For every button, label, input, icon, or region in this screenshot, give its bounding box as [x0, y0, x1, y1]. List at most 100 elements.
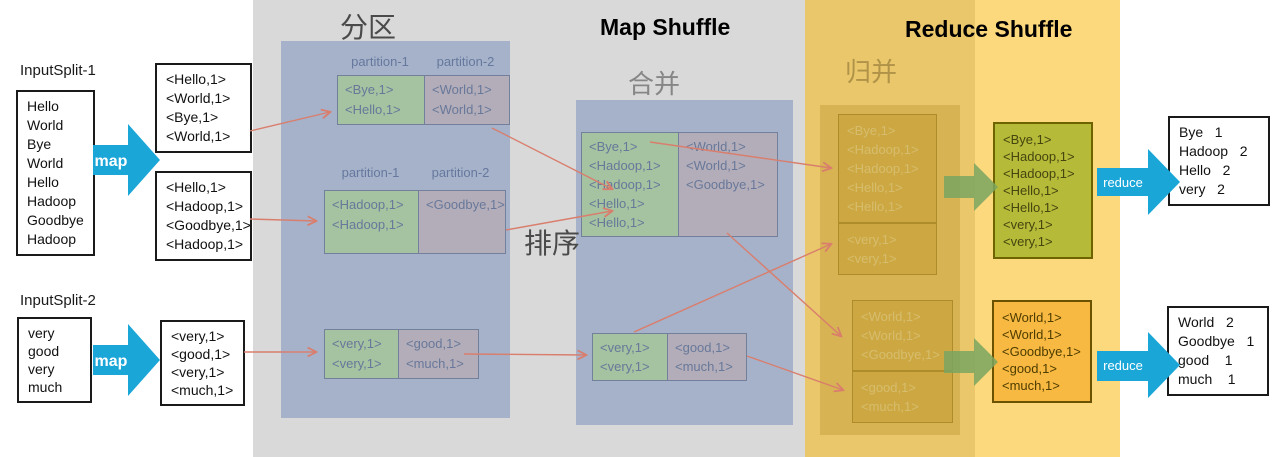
input-word: World: [27, 155, 64, 171]
partition-1-cell: <Bye,1> <Hello,1>: [338, 76, 424, 124]
input-word: Hello: [27, 98, 59, 114]
input-word: Goodbye: [27, 212, 84, 228]
input-word: much: [28, 379, 63, 395]
title-sort: 排序: [524, 228, 581, 259]
partition-1-header: partition-1: [351, 54, 409, 69]
map-arrow-1: [93, 124, 160, 196]
kv-pair: <much,1>: [1002, 378, 1060, 393]
kv-pair: <Hadoop,1>: [1003, 149, 1075, 164]
word-count: Hello 2: [1179, 162, 1231, 178]
kv-pair: <Hadoop,1>: [332, 197, 404, 212]
kv-pair: <Goodbye,1>: [166, 217, 251, 233]
kv-pair: <World,1>: [1002, 327, 1062, 342]
kv-pair: <World,1>: [861, 328, 921, 343]
kv-pair: <Hello,1>: [1003, 183, 1059, 198]
kv-pair: <World,1>: [166, 90, 231, 106]
input-word: Hello: [27, 174, 59, 190]
title-partition-zone: 分区: [340, 12, 397, 43]
kv-pair: <World,1>: [432, 82, 492, 97]
title-merge-sort: 归并: [845, 57, 898, 87]
kv-pair: <Hello,1>: [589, 215, 645, 230]
kv-pair: <much,1>: [171, 382, 234, 398]
kv-pair: <good,1>: [1002, 361, 1057, 376]
input-word: very: [28, 325, 55, 341]
input-word: Bye: [27, 136, 52, 152]
kv-pair: <Hadoop,1>: [847, 142, 919, 157]
word-count: Hadoop 2: [1179, 143, 1248, 159]
kv-pair: <very,1>: [171, 328, 225, 344]
input-word: good: [28, 343, 60, 359]
kv-pair: <Bye,1>: [847, 123, 896, 138]
partition-2-cell: <Goodbye,1>: [418, 191, 505, 253]
word-count: Goodbye 1: [1178, 333, 1255, 349]
merge-box-2: <very,1><very,1> <good,1> <much,1>: [592, 333, 747, 381]
kv-pair: <Hello,1>: [1003, 200, 1059, 215]
kv-pair: <Hello,1>: [166, 71, 226, 87]
input-word: very: [28, 361, 55, 377]
kv-pair: <very,1>: [1003, 234, 1053, 249]
kv-pair: <good,1>: [861, 380, 916, 395]
kv-pair: <Hadoop,1>: [166, 236, 244, 252]
kv-pair: <Hadoop,1>: [589, 177, 661, 192]
word-count: much 1: [1178, 371, 1236, 387]
partition-1-cell: <Hadoop,1><Hadoop,1>: [325, 191, 418, 253]
partition-2-header: partition-2: [436, 54, 495, 69]
title-reduce-shuffle: Reduce Shuffle: [905, 16, 1073, 42]
kv-pair: <Goodbye,1>: [1002, 344, 1081, 359]
kv-pair: <World,1>: [861, 309, 921, 324]
map-output-box-2: <Hello,1> <Hadoop,1> <Goodbye,1> <Hadoop,1>: [155, 171, 252, 261]
partition-1-header: partition-1: [341, 165, 400, 180]
partition-row-3: <very,1><very,1> <good,1><much,1>: [324, 329, 479, 379]
partition-2-cell: <good,1> <much,1>: [398, 330, 478, 378]
kv-pair: <very,1>: [600, 359, 650, 374]
kv-pair: <Hello,1>: [345, 102, 401, 117]
inputsplit-2-box: very good very much: [17, 317, 92, 403]
kv-pair: <Bye,1>: [166, 109, 219, 125]
kv-pair: <Hello,1>: [847, 199, 903, 214]
kv-pair: <Bye,1>: [1003, 132, 1052, 147]
kv-pair: <Bye,1>: [589, 139, 638, 154]
kv-pair: <much,1>: [675, 359, 733, 374]
reduce-input-box-2: <World,1><World,1><Goodbye,1><good,1><mu…: [992, 300, 1092, 403]
word-count: World 2: [1178, 314, 1234, 330]
input-word: Hadoop: [27, 231, 77, 247]
kv-pair: <very,1>: [332, 336, 382, 351]
title-merge: 合并: [628, 69, 681, 99]
word-count: good 1: [1178, 352, 1233, 368]
kv-pair: <Bye,1>: [345, 82, 394, 97]
inputsplit-1-label: InputSplit-1: [20, 62, 96, 79]
kv-pair: <Hello,1>: [166, 179, 226, 195]
merge-partition-1-cell: <very,1><very,1>: [593, 334, 667, 380]
kv-pair: <much,1>: [861, 399, 919, 414]
kv-pair: <good,1>: [675, 340, 730, 355]
partition-2-cell: <World,1><World,1>: [424, 76, 509, 124]
kv-pair: <Goodbye,1>: [861, 347, 940, 362]
input-word: World: [27, 117, 64, 133]
kv-pair: <World,1>: [166, 128, 231, 144]
kv-pair: <very,1>: [847, 251, 897, 266]
kv-pair: <good,1>: [171, 346, 231, 362]
kv-pair: <Goodbye,1>: [426, 197, 505, 212]
map-output-box-1: <Hello,1> <World,1> <Bye,1> <World,1>: [155, 63, 252, 153]
kv-pair: <World,1>: [686, 158, 746, 173]
kv-pair: <good,1>: [406, 336, 461, 351]
merge-partition-2-cell: <World,1><World,1><Goodbye,1>: [678, 133, 777, 236]
title-map-shuffle: Map Shuffle: [600, 14, 731, 40]
kv-pair: <Goodbye,1>: [686, 177, 765, 192]
kv-pair: <very,1>: [171, 364, 225, 380]
map-output-box-3: <very,1> <good,1> <very,1> <much,1>: [160, 320, 245, 406]
input-word: Hadoop: [27, 193, 77, 209]
reduce-input-box-1: <Bye,1><Hadoop,1><Hadoop,1><Hello,1><Hel…: [993, 122, 1093, 259]
merge-sort-group2-box1: <World,1> <World,1> <Goodbye,1>: [852, 300, 953, 371]
merge-partition-2-cell: <good,1> <much,1>: [667, 334, 746, 380]
reduce-output-box-2: World 2 Goodbye 1 good 1 much 1: [1167, 306, 1269, 396]
word-count: very 2: [1179, 181, 1225, 197]
partition-row-2: <Hadoop,1><Hadoop,1> <Goodbye,1>: [324, 190, 506, 254]
merge-partition-1-cell: <Bye,1> <Hadoop,1> <Hadoop,1> <Hello,1> <Hel…: [582, 133, 678, 236]
kv-pair: <Hadoop,1>: [166, 198, 244, 214]
kv-pair: <much,1>: [406, 356, 464, 371]
kv-pair: <Hello,1>: [589, 196, 645, 211]
kv-pair: <Hadoop,1>: [589, 158, 661, 173]
